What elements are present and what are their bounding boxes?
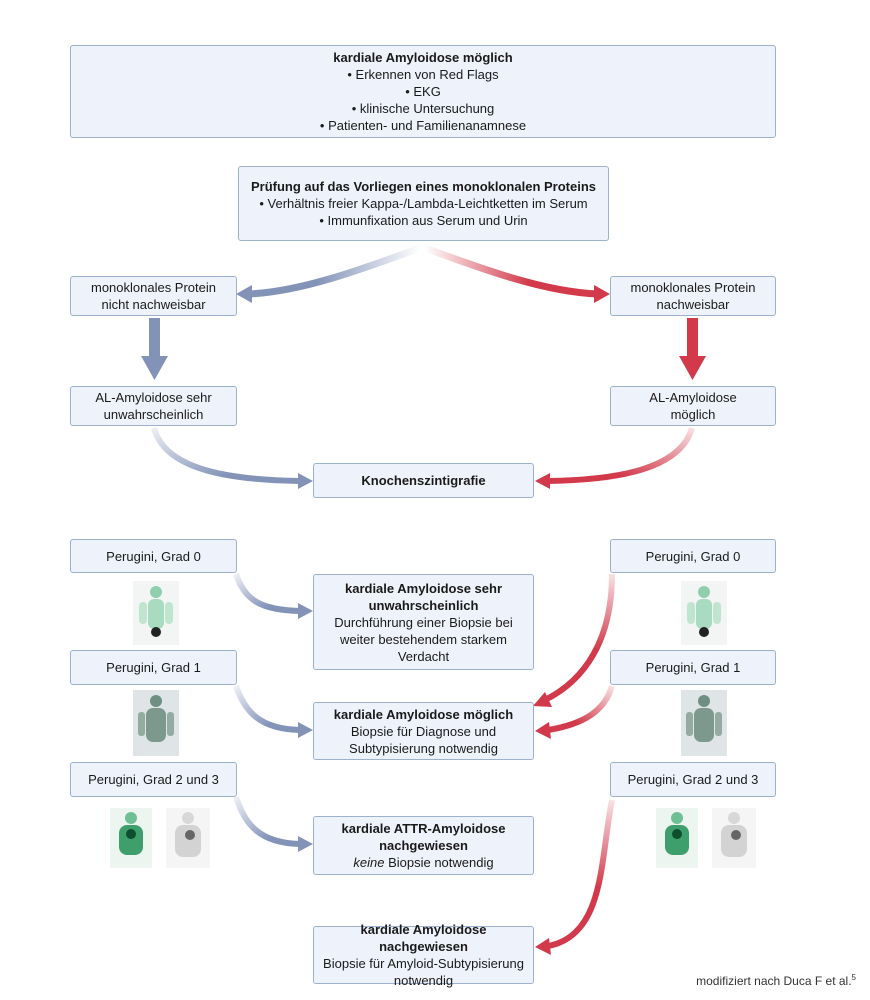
- arrow-shaft-right-down: [687, 318, 698, 358]
- result-unlikely-box: kardiale Amyloidose sehr unwahrscheinlic…: [313, 574, 534, 670]
- arrow-shaft-left-down: [149, 318, 160, 358]
- arrow-g0-right: [543, 573, 615, 703]
- arrowhead-right-down: [679, 356, 706, 380]
- initial-title: kardiale Amyloidose möglich: [333, 50, 513, 65]
- protein-test-title: Prüfung auf das Vorliegen eines monoklon…: [250, 179, 597, 194]
- emphasis: keine: [353, 855, 385, 870]
- box-line: Perugini, Grad 0: [645, 548, 741, 564]
- protein-test-box: Prüfung auf das Vorliegen eines monoklon…: [238, 166, 609, 241]
- footnote-ref: 5: [851, 973, 856, 982]
- arrow-to-detectable: [423, 244, 599, 298]
- box-line: Perugini, Grad 2 und 3: [627, 772, 759, 787]
- protein-not-detectable-box: monoklonales Protein nicht nachweisbar: [70, 276, 237, 316]
- arrowhead-left-scan: [298, 473, 313, 489]
- protein-test-item: • Immunfixation aus Serum und Urin: [319, 213, 528, 228]
- box-line: Perugini, Grad 1: [645, 660, 741, 675]
- box-line: AL-Amyloidose sehr: [95, 390, 212, 405]
- result-attr-box: kardiale ATTR-Amyloidose nachgewiesen ke…: [313, 816, 534, 875]
- arrowhead-left-down: [141, 356, 168, 380]
- initial-item: • EKG: [405, 84, 441, 99]
- box-text: Biopsie notwendig: [384, 855, 494, 870]
- arrowhead-g23-right: [535, 938, 551, 955]
- box-line: weiter bestehendem starkem: [340, 631, 507, 647]
- initial-item: • klinische Untersuchung: [351, 101, 495, 116]
- box-line: Perugini, Grad 1: [106, 660, 201, 675]
- box-line: keine Biopsie notwendig: [353, 854, 493, 871]
- box-line: unwahrscheinlich: [368, 597, 479, 613]
- arrow-g23-right: [547, 799, 615, 949]
- box-line: Verdacht: [397, 648, 450, 664]
- bone-scintigraphy-box: Knochenszintigrafie: [313, 463, 534, 498]
- arrowhead-g0-left: [298, 603, 313, 619]
- box-line: Durchführung einer Biopsie bei: [334, 614, 513, 630]
- box-line: monoklonales Protein: [630, 280, 756, 295]
- arrow-g1-left: [233, 684, 301, 733]
- box-line: Subtypisierung notwendig: [349, 740, 498, 756]
- scan-thumb-right-grade1: [681, 690, 727, 756]
- box-line: nicht nachweisbar: [101, 297, 206, 312]
- perugini-right-grade0: Perugini, Grad 0: [610, 539, 776, 573]
- initial-suspicion-box: kardiale Amyloidose möglich • Erkennen v…: [70, 45, 776, 138]
- initial-item: • Erkennen von Red Flags: [347, 67, 499, 82]
- footnote-text: modifiziert nach Duca F et al.: [696, 974, 852, 988]
- arrow-to-not-detectable: [247, 244, 422, 298]
- box-line: kardiale Amyloidose nachgewiesen: [360, 922, 487, 954]
- al-unlikely-box: AL-Amyloidose sehr unwahrscheinlich: [70, 386, 237, 426]
- result-proven-box: kardiale Amyloidose nachgewiesen Biopsie…: [313, 922, 534, 988]
- box-line: möglich: [670, 407, 716, 422]
- arrowhead-red: [594, 285, 610, 303]
- box-line: AL-Amyloidose: [649, 390, 737, 405]
- box-line: unwahrscheinlich: [103, 407, 204, 422]
- arrowhead-g0-right: [533, 692, 552, 707]
- box-line: nachgewiesen: [379, 838, 468, 853]
- arrow-g23-left: [233, 796, 301, 847]
- result-possible-box: kardiale Amyloidose möglich Biopsie für …: [313, 702, 534, 760]
- scan-thumb-left-grade1: [133, 690, 179, 756]
- perugini-left-grade1: Perugini, Grad 1: [70, 650, 237, 685]
- box-line: monoklonales Protein: [90, 280, 217, 295]
- box-line: Perugini, Grad 2 und 3: [88, 772, 219, 787]
- box-line: Knochenszintigrafie: [361, 473, 486, 488]
- perugini-left-grade23: Perugini, Grad 2 und 3: [70, 762, 237, 797]
- perugini-right-grade1: Perugini, Grad 1: [610, 650, 776, 685]
- scan-thumb-left-grade0: [133, 581, 179, 645]
- perugini-left-grade0: Perugini, Grad 0: [70, 539, 237, 573]
- arrowhead-blue: [236, 285, 252, 303]
- box-line: notwendig: [393, 973, 454, 988]
- source-footnote: modifiziert nach Duca F et al.5: [696, 973, 856, 988]
- scan-thumb-right-grade0: [681, 581, 727, 645]
- box-line: Perugini, Grad 0: [106, 548, 201, 564]
- arrowhead-g23-left: [298, 836, 313, 852]
- arrow-left-to-scan: [151, 427, 301, 484]
- arrow-right-to-scan: [547, 427, 695, 484]
- arrow-g1-right: [547, 685, 615, 733]
- arrowhead-g1-right: [535, 722, 551, 739]
- arrow-g0-left: [233, 572, 301, 614]
- box-line: kardiale ATTR-Amyloidose: [341, 821, 506, 836]
- box-line: kardiale Amyloidose möglich: [333, 706, 514, 722]
- scan-thumb-left-grade23: [110, 808, 210, 868]
- al-possible-box: AL-Amyloidose möglich: [610, 386, 776, 426]
- arrowhead-right-scan: [535, 473, 550, 489]
- scan-thumb-right-grade23: [656, 808, 756, 868]
- protein-test-item: • Verhältnis freier Kappa-/Lambda-Leicht…: [259, 196, 588, 211]
- initial-item: • Patienten- und Familienanamnese: [319, 118, 527, 133]
- arrowhead-g1-left: [298, 722, 313, 738]
- box-line: kardiale Amyloidose sehr: [344, 580, 503, 596]
- box-line: nachweisbar: [656, 297, 730, 312]
- box-line: Biopsie für Amyloid-Subtypisierung: [323, 956, 524, 971]
- box-line: Biopsie für Diagnose und: [350, 723, 497, 739]
- protein-detectable-box: monoklonales Protein nachweisbar: [610, 276, 776, 316]
- perugini-right-grade23: Perugini, Grad 2 und 3: [610, 762, 776, 797]
